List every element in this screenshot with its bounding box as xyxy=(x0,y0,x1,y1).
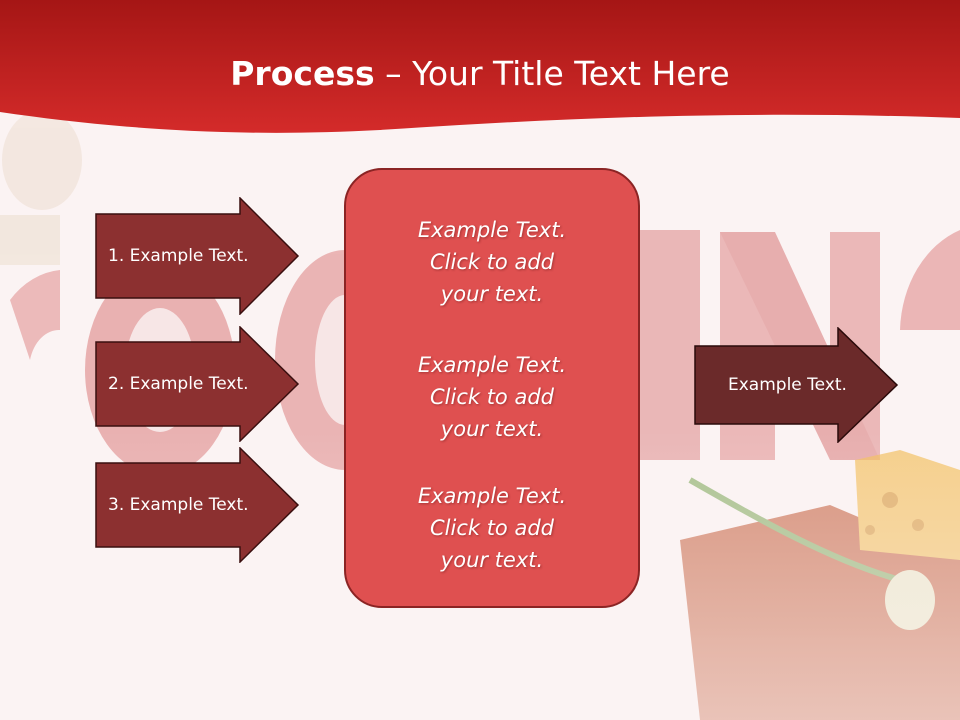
step-arrow-1[interactable]: 1. Example Text. xyxy=(95,197,300,315)
header-band xyxy=(0,0,960,133)
step-label-1: 1. Example Text. xyxy=(108,246,249,266)
panel-text-2[interactable]: Example Text. Click to add your text. xyxy=(417,353,567,441)
result-arrow[interactable]: Example Text. xyxy=(694,327,899,443)
step-label-2: 2. Example Text. xyxy=(108,374,249,394)
result-label: Example Text. xyxy=(728,375,847,395)
chef-hat xyxy=(0,110,82,265)
step-label-3: 3. Example Text. xyxy=(108,495,249,515)
step-arrow-3[interactable]: 3. Example Text. xyxy=(95,447,300,563)
step-arrow-2[interactable]: 2. Example Text. xyxy=(95,326,300,442)
panel-text-3[interactable]: Example Text. Click to add your text. xyxy=(417,484,567,572)
title-rest: – Your Title Text Here xyxy=(374,54,730,93)
center-text-panel[interactable]: Example Text. Click to add your text. Ex… xyxy=(344,168,640,608)
page-title: Process – Your Title Text Here xyxy=(0,52,960,96)
panel-text-1[interactable]: Example Text. Click to add your text. xyxy=(417,218,567,306)
title-bold: Process xyxy=(230,54,375,93)
